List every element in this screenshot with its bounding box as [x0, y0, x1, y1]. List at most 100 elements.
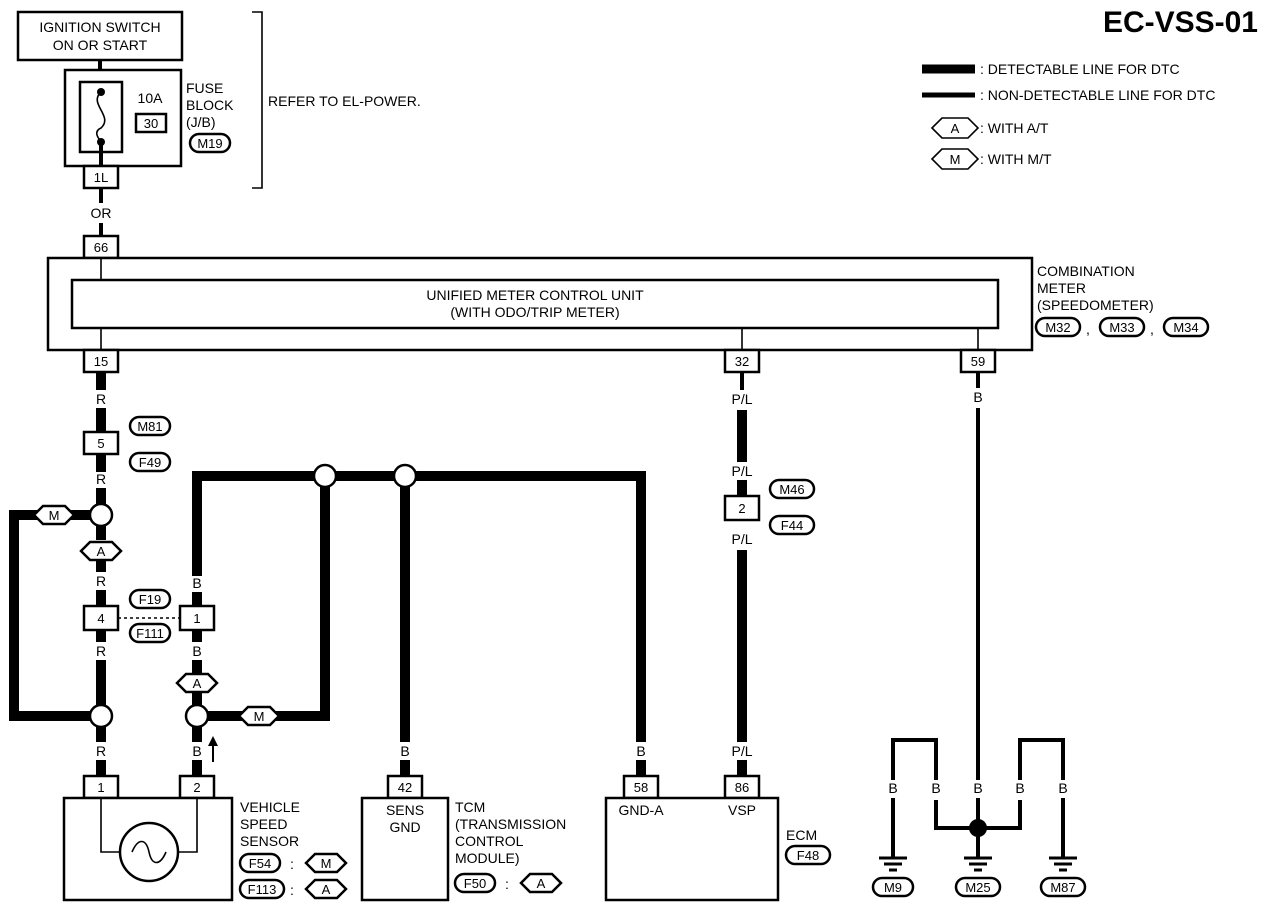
ecm-gnd-a: GND-A	[618, 802, 664, 818]
tag-a-left	[79, 540, 123, 562]
ecm-label: ECM	[786, 827, 817, 843]
tag-a-mid-text: A	[193, 676, 202, 691]
conn-m81: M81	[137, 419, 162, 434]
ground-m87: M87	[1050, 880, 1075, 895]
vss-conn-mt: F54	[249, 856, 271, 871]
conn-f19: F19	[139, 592, 161, 607]
tcm-label-1: TCM	[455, 799, 485, 815]
wire-b-m-branch	[208, 487, 330, 721]
wire-pl-label-2: P/L	[731, 463, 752, 479]
conn-4: 4	[97, 611, 104, 626]
legend-detectable-text: : DETECTABLE LINE FOR DTC	[980, 61, 1180, 77]
ecm-box	[604, 796, 780, 902]
wire-gnd-label-6: B	[1058, 780, 1067, 796]
ground-m9-icon	[879, 856, 907, 872]
tcm-tag-a-text: A	[537, 876, 546, 891]
conn-1: 1	[193, 611, 200, 626]
vss-term-1: 1	[97, 780, 104, 795]
meter-label-1: COMBINATION	[1037, 263, 1135, 279]
tcm-conn-oval	[453, 872, 497, 894]
wire-r-label-3: R	[96, 573, 106, 589]
wire-or-label: OR	[91, 205, 112, 221]
tcm-term-42: 42	[398, 780, 412, 795]
splice-b-2	[392, 463, 418, 489]
ecm-vsp: VSP	[728, 802, 756, 818]
conn-m81-oval	[128, 415, 172, 437]
conn-5: 5	[97, 436, 104, 451]
splice-r-top	[88, 502, 114, 528]
tag-m-left-text: M	[49, 508, 60, 523]
meter-conn1-oval	[1034, 316, 1082, 338]
vss-sine-icon	[131, 840, 167, 864]
wire-gnd-label-3: B	[931, 780, 940, 796]
vss-conn-at-oval	[238, 878, 286, 900]
ignition-line2: ON OR START	[53, 37, 148, 53]
wire-gnd-right-top	[1018, 738, 1065, 780]
legend-non-detectable-text: : NON-DETECTABLE LINE FOR DTC	[980, 87, 1215, 103]
vss-conn-mt-oval	[238, 852, 282, 874]
tcm-tag-a	[519, 872, 563, 894]
meter-conn2-oval	[1098, 316, 1146, 338]
ground-m9-oval	[871, 876, 915, 898]
wire-b-label-tcm: B	[400, 743, 409, 759]
meter-conn1: M32	[1045, 320, 1070, 335]
splice-b-1	[312, 463, 338, 489]
conn-f111-oval	[128, 622, 172, 644]
conn-f44: F44	[781, 518, 803, 533]
legend-mt-text: : WITH M/T	[980, 151, 1052, 167]
ecm-term-58: 58	[634, 780, 648, 795]
legend: : DETECTABLE LINE FOR DTC : NON-DETECTAB…	[922, 61, 1215, 170]
ecm-conn-oval	[784, 844, 832, 866]
ground-m25: M25	[965, 880, 990, 895]
ecm-conn: F48	[797, 848, 819, 863]
meter-term-59: 59	[971, 354, 985, 369]
conn-m46-oval	[768, 478, 816, 500]
ground-m87-oval	[1039, 876, 1087, 898]
fuse-element-icon	[95, 91, 106, 143]
vss-tag-m-text: M	[321, 856, 332, 871]
wire-b-to-ecm	[416, 471, 646, 742]
legend-at-tag-text: A	[951, 121, 960, 136]
meter-conn3: M34	[1173, 320, 1198, 335]
wire-pl-label-4: P/L	[731, 743, 752, 759]
unified-meter-line1: UNIFIED METER CONTROL UNIT	[426, 287, 644, 303]
page-title: EC-VSS-01	[1103, 6, 1258, 39]
tcm-label-2: (TRANSMISSION	[455, 816, 566, 832]
unified-meter-box	[70, 278, 1000, 330]
vss-colon-1: :	[290, 856, 294, 872]
tag-a-mid	[175, 672, 219, 694]
ecm-term-86: 86	[735, 780, 749, 795]
wire-b-top	[192, 471, 314, 576]
meter-term-66: 66	[94, 240, 108, 255]
fuse-conn: M19	[197, 136, 222, 151]
ground-m25-oval	[954, 876, 1002, 898]
wire-b-label-ecm: B	[636, 743, 645, 759]
vss-label-3: SENSOR	[240, 833, 299, 849]
vss-colon-2: :	[290, 882, 294, 898]
wire-gnd-label-2: B	[973, 780, 982, 796]
vss-term-2: 2	[193, 780, 200, 795]
wire-r-label-1: R	[96, 391, 106, 407]
meter-term-15: 15	[94, 354, 108, 369]
tag-m-left	[32, 504, 76, 526]
conn-2: 2	[738, 501, 745, 516]
fuse-num: 30	[144, 116, 158, 131]
fuse-num-box	[134, 112, 168, 134]
ignition-box	[16, 10, 184, 62]
wire-m-bypass	[9, 510, 90, 721]
conn-f19-oval	[128, 588, 172, 610]
wire-gnd-left-top	[891, 738, 938, 780]
tcm-label-4: MODULE)	[455, 850, 520, 866]
wire-pl-label-3: P/L	[731, 531, 752, 547]
ignition-switch: IGNITION SWITCH ON OR START	[16, 10, 184, 62]
unified-meter-line2: (WITH ODO/TRIP METER)	[450, 304, 619, 320]
vss-conn-at: F113	[248, 882, 277, 897]
shield-arrow-icon	[208, 736, 218, 746]
meter-sep-2: ,	[1150, 321, 1154, 337]
ground-m25-icon	[964, 856, 992, 872]
vss-inner-wire-2	[178, 798, 198, 853]
ignition-line1: IGNITION SWITCH	[39, 19, 160, 35]
fuse-conn-oval	[188, 132, 232, 154]
fuse-label-3: (J/B)	[186, 114, 216, 130]
tag-m-mid	[237, 705, 281, 727]
